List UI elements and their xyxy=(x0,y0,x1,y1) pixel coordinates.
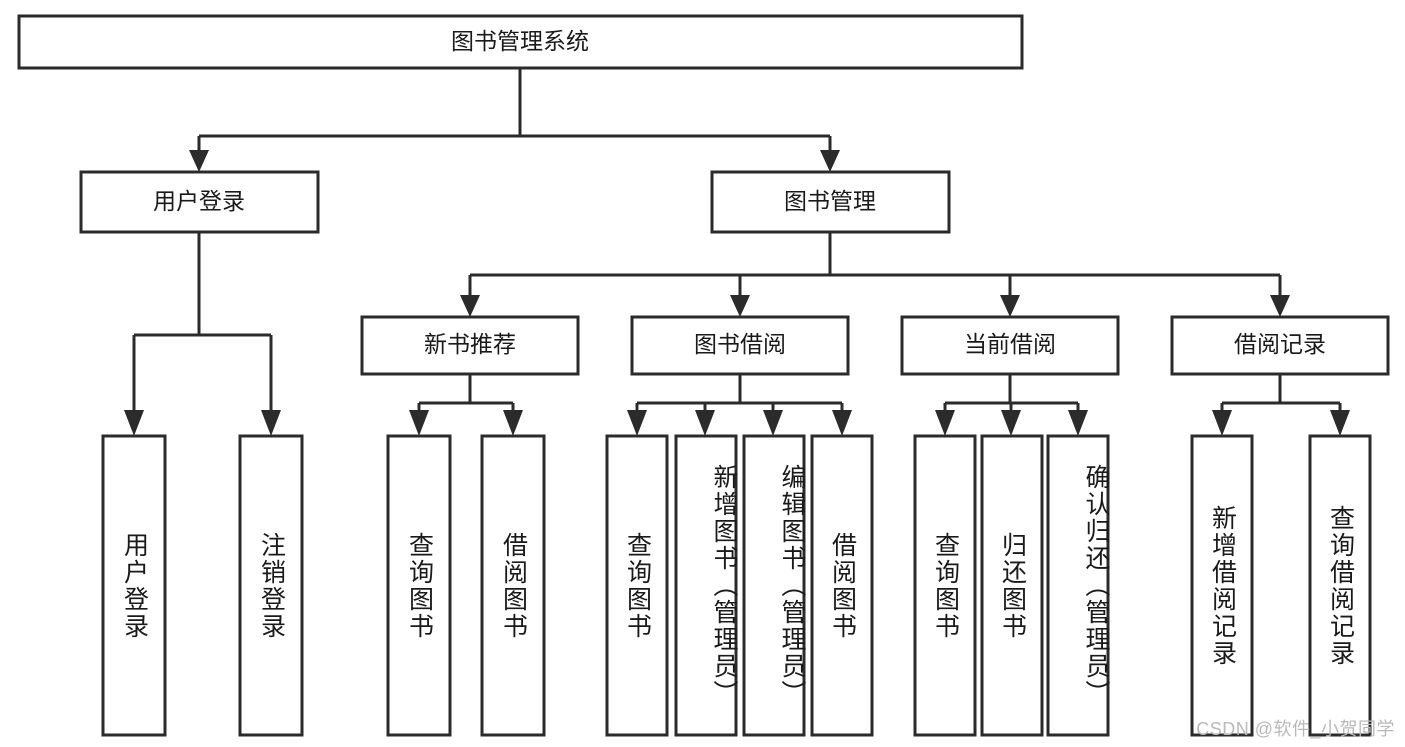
node-box-leaf-borrow-book-1[interactable] xyxy=(480,434,546,737)
arrow-head-leaf-return-book xyxy=(1001,410,1021,436)
node-box-leaf-confirm-return[interactable] xyxy=(1046,434,1110,737)
node-box-leaf-query-book-1[interactable] xyxy=(386,434,452,737)
node-label-root: 图书管理系统 xyxy=(451,28,589,54)
node-box-leaf-borrow-book-2[interactable] xyxy=(810,434,874,737)
csdn-watermark: CSDN @软件_小贺同学 xyxy=(1196,719,1395,739)
node-box-leaf-query-record[interactable] xyxy=(1308,434,1372,737)
node-box-leaf-add-book[interactable] xyxy=(674,434,738,737)
node-box-current-borrow[interactable] xyxy=(900,315,1120,376)
arrow-head-leaf-add-record xyxy=(1212,410,1232,436)
node-box-leaf-return-book[interactable] xyxy=(980,434,1044,737)
arrow-head-book-borrow xyxy=(730,295,750,317)
arrow-head-leaf-borrow-book-1 xyxy=(503,410,523,436)
node-label-book-borrow: 图书借阅 xyxy=(694,331,786,357)
node-box-book-borrow[interactable] xyxy=(630,315,850,376)
arrow-head-leaf-query-book-3 xyxy=(935,410,955,436)
node-label-borrow-record: 借阅记录 xyxy=(1234,331,1326,357)
arrow-head-leaf-query-record xyxy=(1330,410,1350,436)
arrow-head-leaf-borrow-book-2 xyxy=(832,410,852,436)
arrow-head-leaf-add-book xyxy=(695,410,715,436)
node-box-book-management[interactable] xyxy=(710,170,951,234)
arrow-head-user-login xyxy=(189,150,209,172)
arrow-head-leaf-query-book-1 xyxy=(409,410,429,436)
node-label-current-borrow: 当前借阅 xyxy=(964,331,1056,357)
arrow-head-new-book-recommend xyxy=(460,295,480,317)
node-box-leaf-add-record[interactable] xyxy=(1190,434,1254,737)
node-box-leaf-user-login[interactable] xyxy=(101,434,167,737)
arrow-head-leaf-confirm-return xyxy=(1068,410,1088,436)
node-box-leaf-logout-login[interactable] xyxy=(238,434,304,737)
node-box-new-book-recommend[interactable] xyxy=(360,315,580,376)
node-box-leaf-edit-book[interactable] xyxy=(742,434,806,737)
arrow-head-book-management xyxy=(820,150,840,172)
node-box-borrow-record[interactable] xyxy=(1170,315,1390,376)
arrow-head-leaf-logout-login xyxy=(261,410,281,436)
node-label-new-book-recommend: 新书推荐 xyxy=(424,331,516,357)
node-label-user-login: 用户登录 xyxy=(153,188,245,214)
arrow-head-borrow-record xyxy=(1270,295,1290,317)
arrow-head-current-borrow xyxy=(1000,295,1020,317)
arrow-head-leaf-edit-book xyxy=(763,410,783,436)
node-box-leaf-query-book-2[interactable] xyxy=(605,434,669,737)
arrow-head-leaf-query-book-2 xyxy=(627,410,647,436)
arrow-head-leaf-user-login xyxy=(124,410,144,436)
node-label-book-management: 图书管理 xyxy=(784,188,876,214)
node-box-root[interactable] xyxy=(17,14,1024,70)
node-box-leaf-query-book-3[interactable] xyxy=(913,434,977,737)
